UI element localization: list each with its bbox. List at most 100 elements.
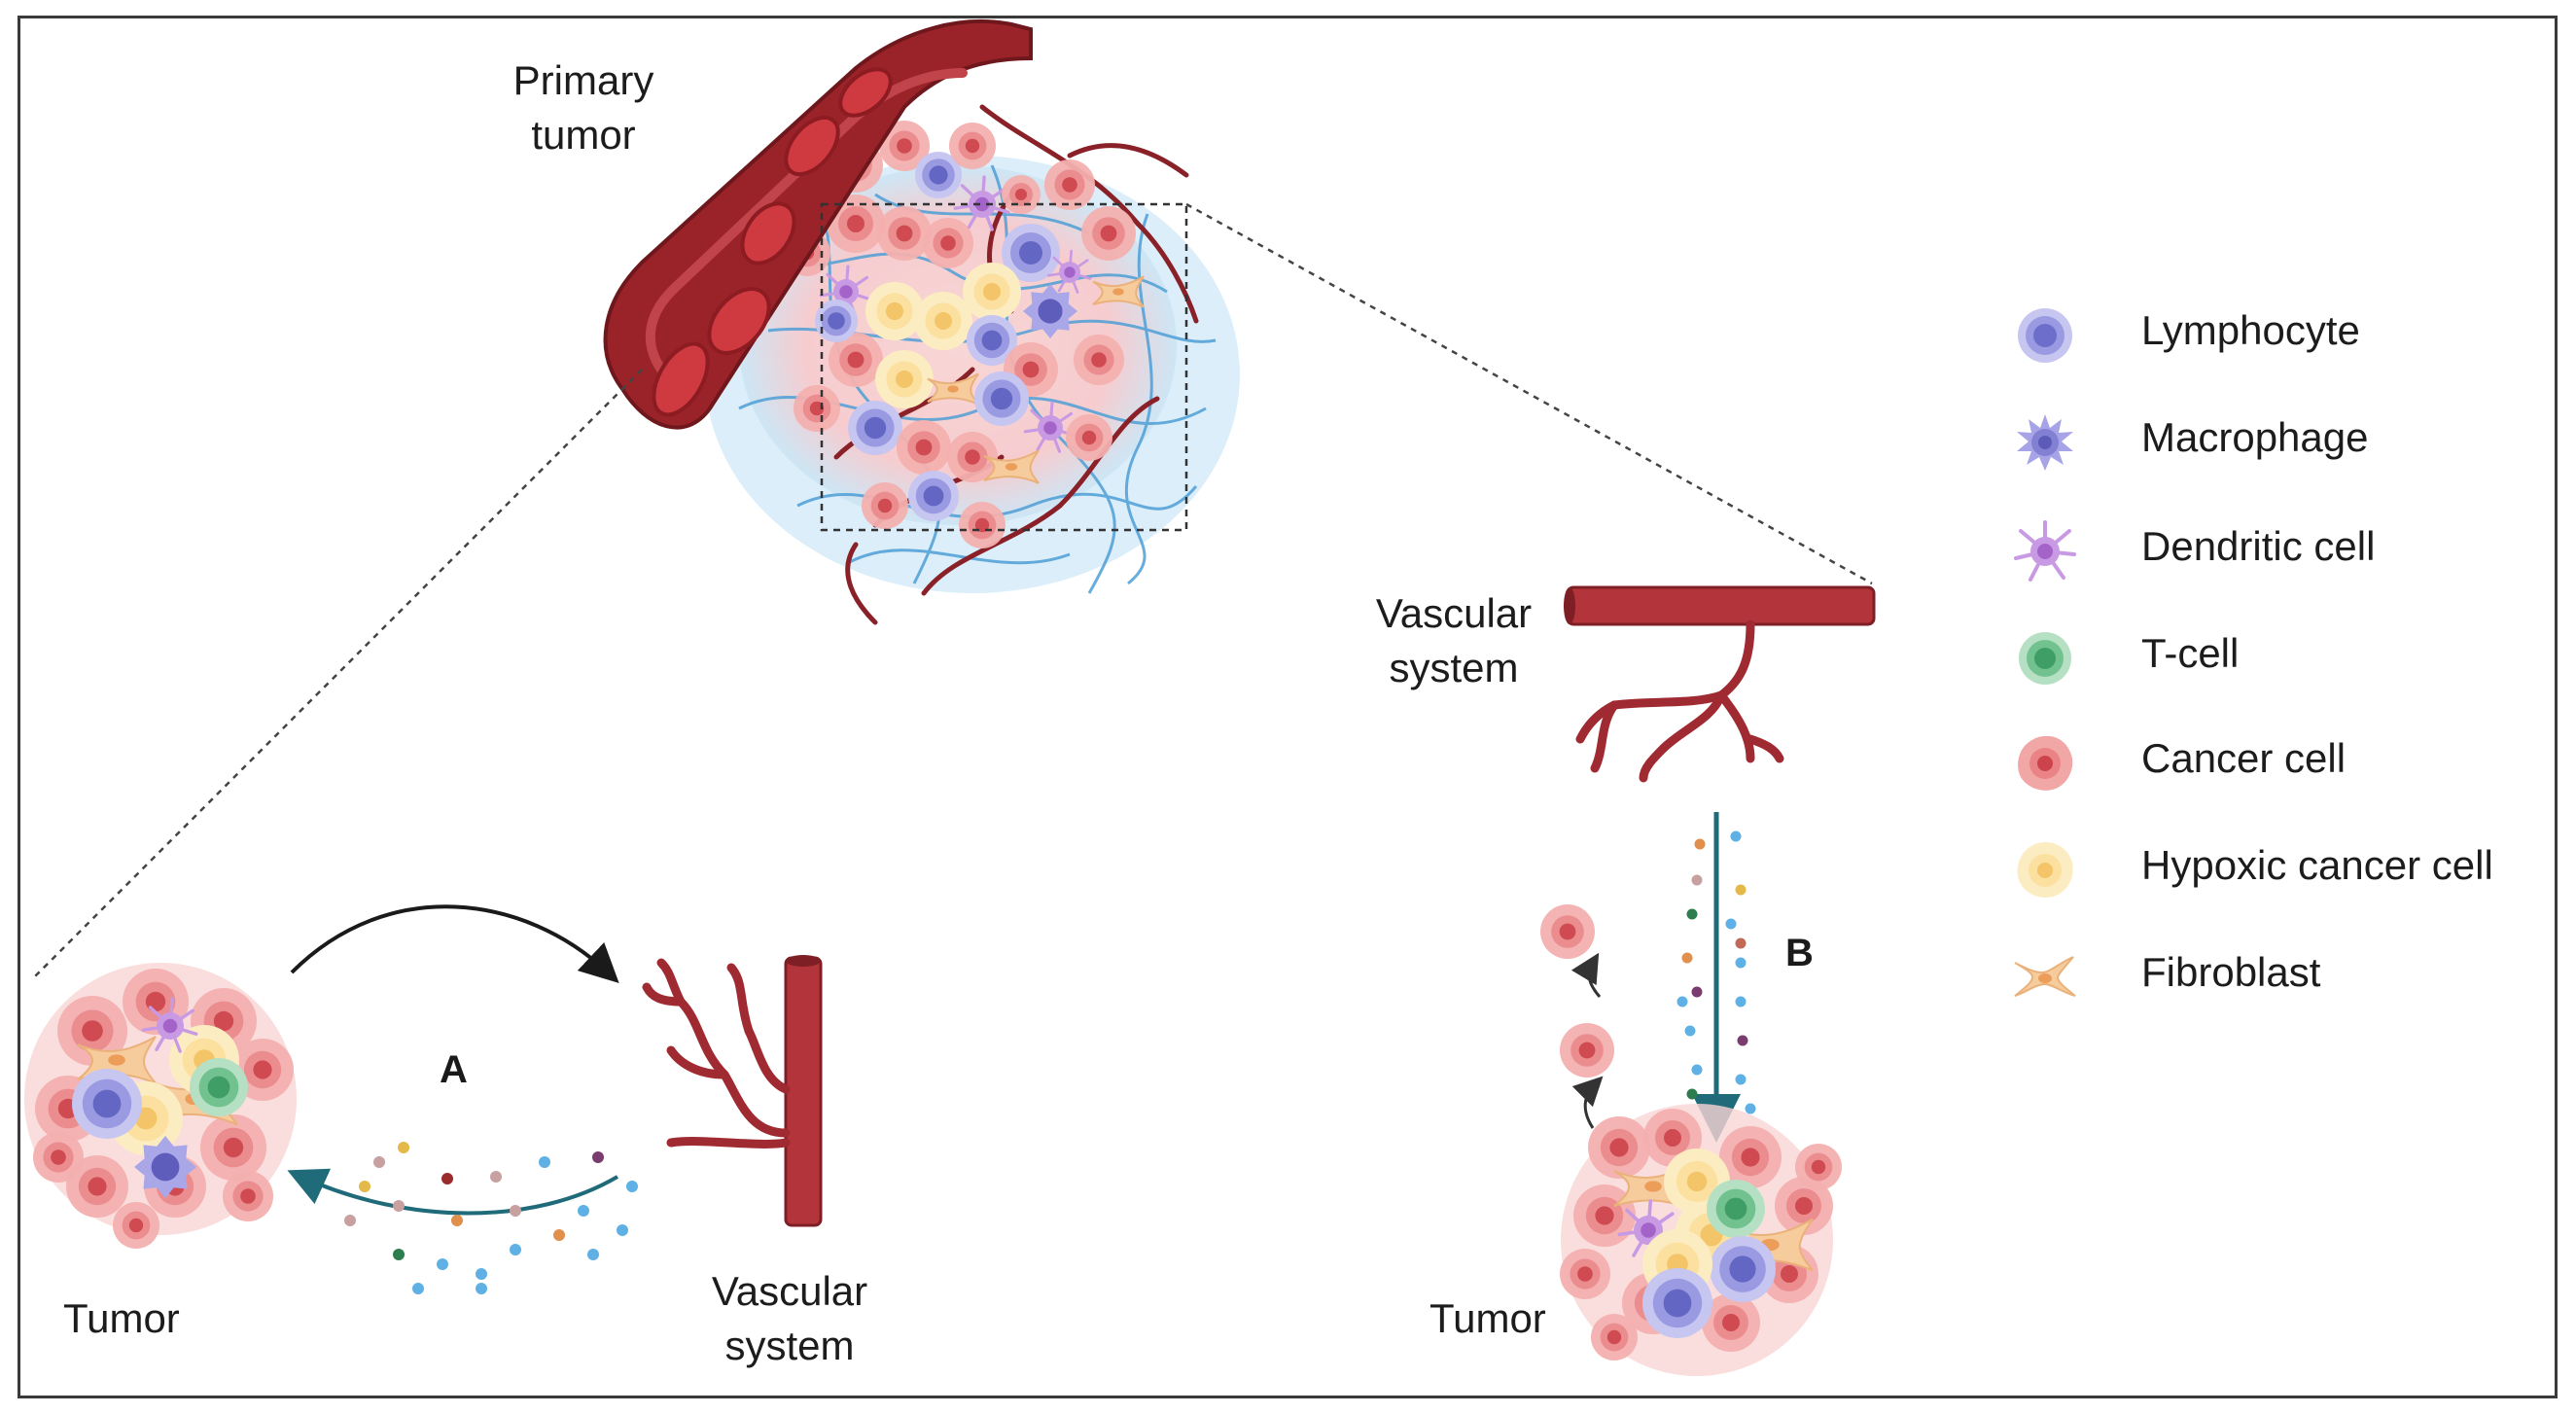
signal-dot [1735,996,1747,1007]
vessel-a [784,956,823,1227]
signal-dot [398,1142,409,1153]
lymph-cell [908,471,959,521]
legend-label-fibroblast: Fibroblast [2141,949,2321,995]
vessel-a-branches [642,958,791,1149]
cancer-cell [1775,1177,1833,1235]
signal-dot [412,1283,424,1294]
cancer-cell [827,194,885,253]
cancer-cell [200,1114,266,1181]
legend-label-lymphocyte: Lymphocyte [2141,307,2360,353]
cancer-cell [57,996,127,1066]
signal-dot [490,1171,502,1183]
cancer-cell [1591,1314,1638,1361]
cancer-cell [223,1171,273,1221]
legend-label-cancer-cell: Cancer cell [2141,735,2347,781]
migrating-cancer-cells [1540,904,1614,1078]
zoom-line-right [1185,202,1873,585]
signal-dot [1745,1103,1756,1114]
signal-dot [510,1205,521,1217]
cancer-cell [1066,414,1112,461]
legend-item-fibroblast: Fibroblast [1995,934,2540,1021]
cancer-cell [1044,159,1095,210]
lymph-cell [848,401,902,455]
cancer-cell [1560,1249,1610,1299]
signal-dot [451,1215,463,1226]
signal-dot [626,1181,638,1192]
signal-dot [592,1151,604,1163]
tumor-cluster-left [24,963,297,1249]
dend-cell [953,175,1010,231]
fibro-cell [983,449,1040,484]
signal-molecules-a [344,1142,638,1294]
vascular-system-bottom-label-line2: system [724,1323,855,1368]
cancer-cell [66,1155,128,1218]
panel-b [1540,585,1876,1376]
tumor-cluster-right [1560,1104,1842,1376]
panel-a-label: A [440,1048,468,1091]
cancer-cell [959,502,1006,548]
signal-dot [344,1215,356,1226]
signal-dot [1684,1025,1696,1037]
vascular-system-bottom-label-line1: Vascular [711,1268,868,1314]
fibroblast-icon [2014,956,2076,997]
dend-cell [819,265,872,317]
signal-dot [510,1244,521,1255]
signal-dot [1691,986,1703,998]
signal-dot [1735,937,1747,949]
tumor-right-label: Tumor [1429,1295,1546,1341]
hypo-cell [875,350,934,408]
lymph-cell [915,152,962,198]
legend-item-dendritic-cell: Dendritic cell [1995,508,2540,595]
legend-label-hypoxic-cancer-cell: Hypoxic cancer cell [2141,842,2493,888]
signal-molecules-b [1676,831,1756,1114]
signal-dot [1681,952,1693,964]
signal-dot [539,1156,550,1168]
signal-dot [359,1181,371,1192]
lymph-cell [72,1069,142,1139]
cancer-cell [877,206,932,261]
cancer-cell [879,121,930,171]
signal-dot [1686,908,1698,920]
macro-cell [1023,284,1077,338]
migrating-cancer-cell [1540,904,1595,959]
signal-dot [587,1249,599,1260]
legend: Lymphocyte Macrophage Dendritic cell T-c… [1995,292,2540,1050]
cancer-cell [949,123,996,169]
legend-item-macrophage: Macrophage [1995,399,2540,486]
signal-dot [393,1249,405,1260]
lymph-cell [1710,1236,1776,1302]
signal-dot [1725,918,1737,930]
macrophage-icon [2017,414,2073,471]
legend-item-hypoxic-cancer-cell: Hypoxic cancer cell [1995,827,2540,914]
signal-dot [393,1200,405,1212]
signal-dot [1730,831,1742,842]
panel-a [24,904,823,1294]
signal-dot [1694,838,1706,850]
legend-item-cancer-cell: Cancer cell [1995,720,2540,807]
cancer-cell [1702,1293,1760,1352]
arrow-vessel-to-tumor [287,1168,619,1216]
signal-dot [1676,996,1688,1007]
hypo-cell [963,263,1021,321]
signal-dot [1735,884,1747,896]
cancer-cell [923,218,973,268]
dend-cell [1023,401,1076,453]
signal-dot [1686,1088,1698,1100]
lymph-cell [815,300,858,342]
legend-item-t-cell: T-cell [1995,615,2540,702]
signal-dot [1691,874,1703,886]
cancer-cell [1719,1126,1782,1188]
signal-dot [373,1156,385,1168]
primary-tumor-illustration [603,19,1240,625]
vessel-b [1566,585,1876,626]
signal-dot [1737,1035,1748,1046]
signal-dot [578,1205,589,1217]
primary-tumor-label-line1: Primary [512,57,654,103]
signal-dot [476,1283,487,1294]
signal-dot [441,1173,453,1184]
legend-label-dendritic-cell: Dendritic cell [2141,523,2376,569]
hypoxic-cancer-cell-icon [2017,842,2073,898]
hypo-cell [914,292,972,350]
signal-dot [476,1268,487,1280]
